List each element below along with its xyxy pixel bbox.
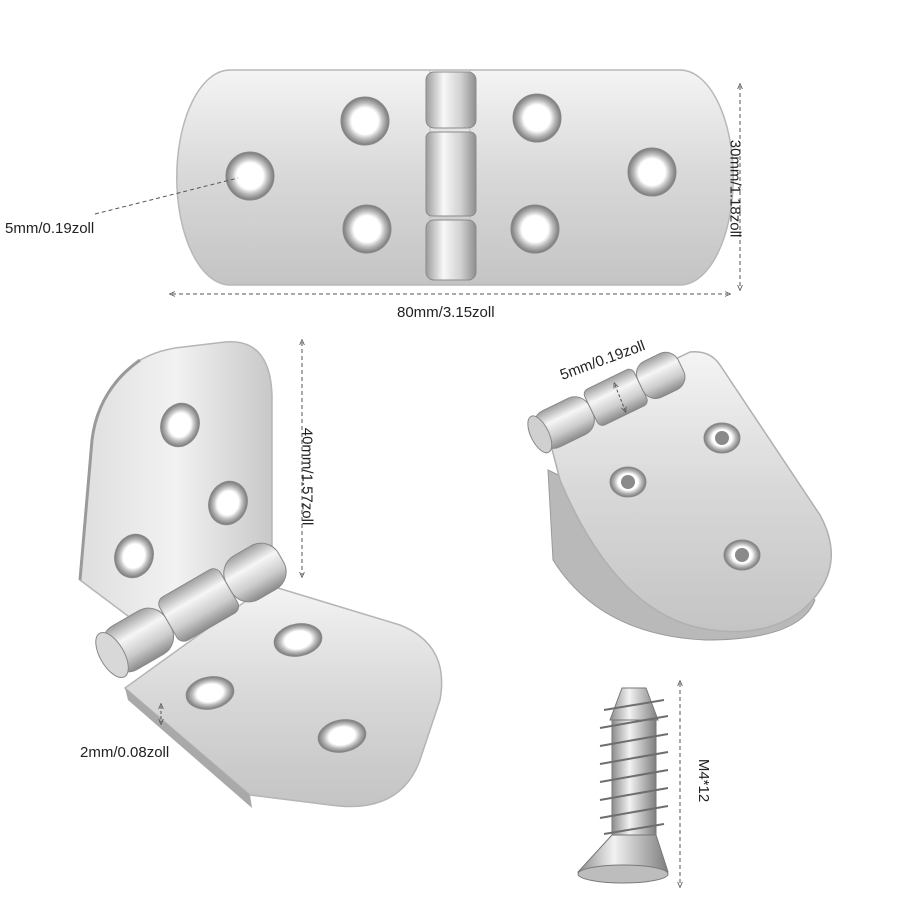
screw (577, 687, 669, 884)
closed-hinge (527, 351, 832, 641)
open-height-label: 40mm/1.57zoll (298, 427, 316, 526)
flat-length-label: 80mm/3.15zoll (397, 304, 495, 321)
flat-height-label: 30mm/1.18zoll (726, 139, 744, 238)
flat-hinge (176, 69, 734, 286)
flat-hole-label: 5mm/0.19zoll (5, 220, 95, 237)
hole-leader-line (94, 177, 239, 215)
thickness-label: 2mm/0.08zoll (80, 744, 170, 761)
open-hinge (78, 341, 443, 808)
screw-size-label: M4*12 (695, 758, 713, 803)
pin-dim-line (615, 385, 625, 410)
